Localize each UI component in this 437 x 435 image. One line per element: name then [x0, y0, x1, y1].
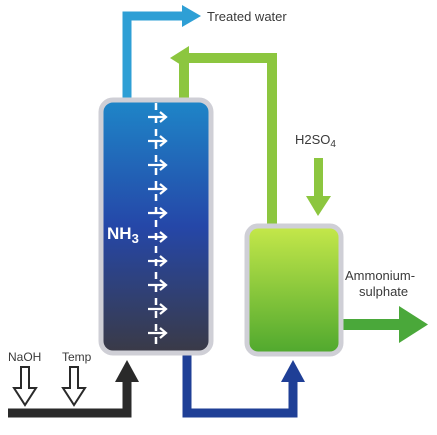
gas-flow-arrows	[148, 111, 168, 339]
gas-flow-arrow	[148, 303, 168, 315]
h2so4-label: H2SO4	[295, 132, 336, 150]
gas-flow-arrow	[148, 207, 168, 219]
gas-flow-arrow	[148, 159, 168, 171]
gas-flow-arrow	[148, 279, 168, 291]
treated-water-label: Treated water	[207, 9, 287, 24]
liquid-transfer-pipe	[182, 352, 305, 418]
h2so4-label-subscript: 4	[330, 139, 336, 150]
naoh-arrow	[12, 366, 38, 407]
nh3-label-subscript: 3	[132, 231, 139, 246]
gas-return-pipe	[170, 46, 277, 228]
temp-arrow	[61, 366, 87, 407]
ammonium-sulphate-label-line1: Ammonium-	[345, 268, 415, 283]
nh3-label: NH3	[107, 224, 139, 246]
gas-flow-arrow	[148, 135, 168, 147]
h2so4-inlet-arrow	[306, 158, 331, 216]
treated-water-pipe	[122, 5, 201, 103]
ammonium-sulphate-label-line2: sulphate	[359, 284, 408, 299]
nh3-label-main: NH	[107, 224, 132, 243]
gas-flow-arrow	[148, 255, 168, 267]
feed-pipe	[8, 360, 139, 418]
gas-flow-arrow	[148, 231, 168, 243]
ammonium-sulphate-outlet-arrow	[341, 306, 428, 343]
absorber-tank	[244, 223, 344, 357]
gas-flow-arrow	[148, 183, 168, 195]
naoh-label: NaOH	[8, 350, 41, 364]
h2so4-label-main: H2SO	[295, 132, 330, 147]
temp-label: Temp	[62, 350, 92, 364]
gas-flow-arrow	[148, 111, 168, 123]
gas-flow-arrow	[148, 327, 168, 339]
stripping-column	[98, 97, 214, 356]
